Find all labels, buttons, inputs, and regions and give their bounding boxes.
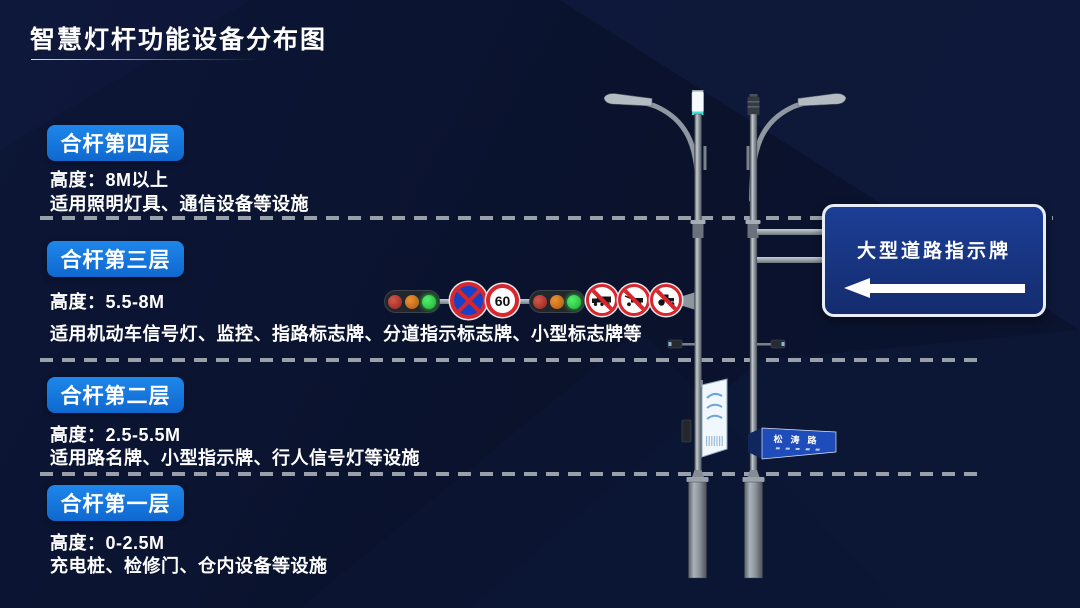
layer-separator-1 (40, 216, 1053, 220)
title-underline (31, 59, 259, 60)
layer3-description: 适用机动车信号灯、监控、指路标志牌、分道指示标志牌、小型标志牌等 (50, 324, 642, 344)
layer2-badge: 合杆第二层 (47, 377, 184, 413)
layer4-badge: 合杆第四层 (47, 125, 184, 161)
red-lamp-icon (388, 294, 402, 309)
left-arrow-bar (869, 284, 1025, 293)
layer4-height: 高度：8M以上 (50, 170, 169, 190)
page-title: 智慧灯杆功能设备分布图 (30, 26, 328, 54)
amber-lamp-icon (550, 294, 564, 309)
green-lamp-icon (422, 294, 436, 309)
left-arrow-icon (844, 278, 870, 298)
no-tractor-sign-icon (650, 284, 682, 316)
layer1-height: 高度：0-2.5M (50, 533, 165, 553)
layer1-badge: 合杆第一层 (47, 485, 184, 521)
no-stopping-sign-icon (450, 282, 487, 319)
speed-limit-sign-icon: 60 (486, 284, 519, 317)
red-lamp-icon (533, 294, 547, 309)
traffic-light-icon (384, 290, 440, 313)
road-name-label: 松涛路 (764, 432, 835, 451)
no-tricycle-sign-icon (618, 284, 650, 316)
large-road-sign-label: 大型道路指示牌 (856, 241, 1011, 262)
layer3-badge: 合杆第三层 (47, 241, 184, 277)
large-road-sign: 大型道路指示牌 (822, 204, 1046, 317)
layer3-height: 高度：5.5-8M (50, 292, 165, 312)
layer-separator-3 (40, 472, 978, 476)
speed-limit-value: 60 (494, 292, 511, 309)
layer2-description: 适用路名牌、小型指示牌、行人信号灯等设施 (50, 448, 420, 468)
amber-lamp-icon (405, 294, 419, 309)
layer2-height: 高度：2.5-5.5M (50, 425, 181, 445)
green-lamp-icon (567, 294, 581, 309)
layer4-description: 适用照明灯具、通信设备等设施 (50, 194, 309, 214)
traffic-light-icon (529, 290, 585, 313)
layer1-description: 充电桩、检修门、仓内设备等设施 (50, 556, 328, 576)
layer-separator-2 (40, 358, 978, 362)
no-truck-sign-icon (586, 284, 618, 316)
